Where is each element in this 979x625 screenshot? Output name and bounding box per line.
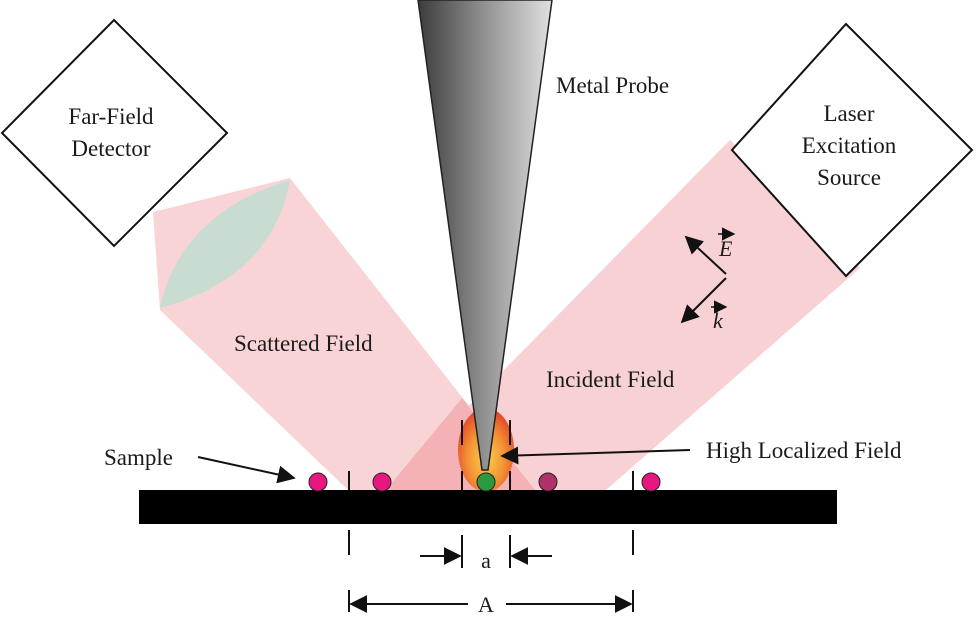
dimension-A-label: A xyxy=(478,592,494,617)
k-vector-arrow xyxy=(680,277,727,324)
laser-label-line3: Source xyxy=(817,165,881,190)
k-vector-label: k xyxy=(713,308,724,333)
detector-label-line2: Detector xyxy=(71,136,151,161)
lens-icon xyxy=(160,180,290,308)
incident-field-beam xyxy=(386,140,860,490)
e-vector-arrow xyxy=(684,235,727,275)
incident-field-label: Incident Field xyxy=(546,367,675,392)
sample-particle-under-tip xyxy=(476,472,496,492)
sample-pointer-arrow xyxy=(197,456,296,484)
sample-particle xyxy=(641,472,661,492)
substrate xyxy=(139,490,837,524)
diamond-box-icon xyxy=(0,18,229,248)
detector-label-line1: Far-Field xyxy=(68,104,154,129)
sample-label: Sample xyxy=(104,445,173,470)
laser-label-line2: Excitation xyxy=(802,133,897,158)
dimension-a-label: a xyxy=(481,548,491,573)
scattered-field-label: Scattered Field xyxy=(234,331,373,356)
sample-particle xyxy=(308,472,328,492)
e-vector-label: E xyxy=(718,236,733,261)
sample-particle xyxy=(538,472,558,492)
sample-particle xyxy=(372,472,392,492)
laser-excitation-source: Laser Excitation Source xyxy=(730,22,974,278)
cone-probe-icon xyxy=(417,0,553,471)
diamond-box-icon xyxy=(730,22,974,278)
high-localized-field-label: High Localized Field xyxy=(706,438,902,463)
laser-label-line1: Laser xyxy=(823,101,874,126)
far-field-detector: Far-Field Detector xyxy=(0,18,229,248)
metal-probe-label: Metal Probe xyxy=(556,73,669,98)
high-localized-field-pointer-arrow xyxy=(500,446,691,465)
